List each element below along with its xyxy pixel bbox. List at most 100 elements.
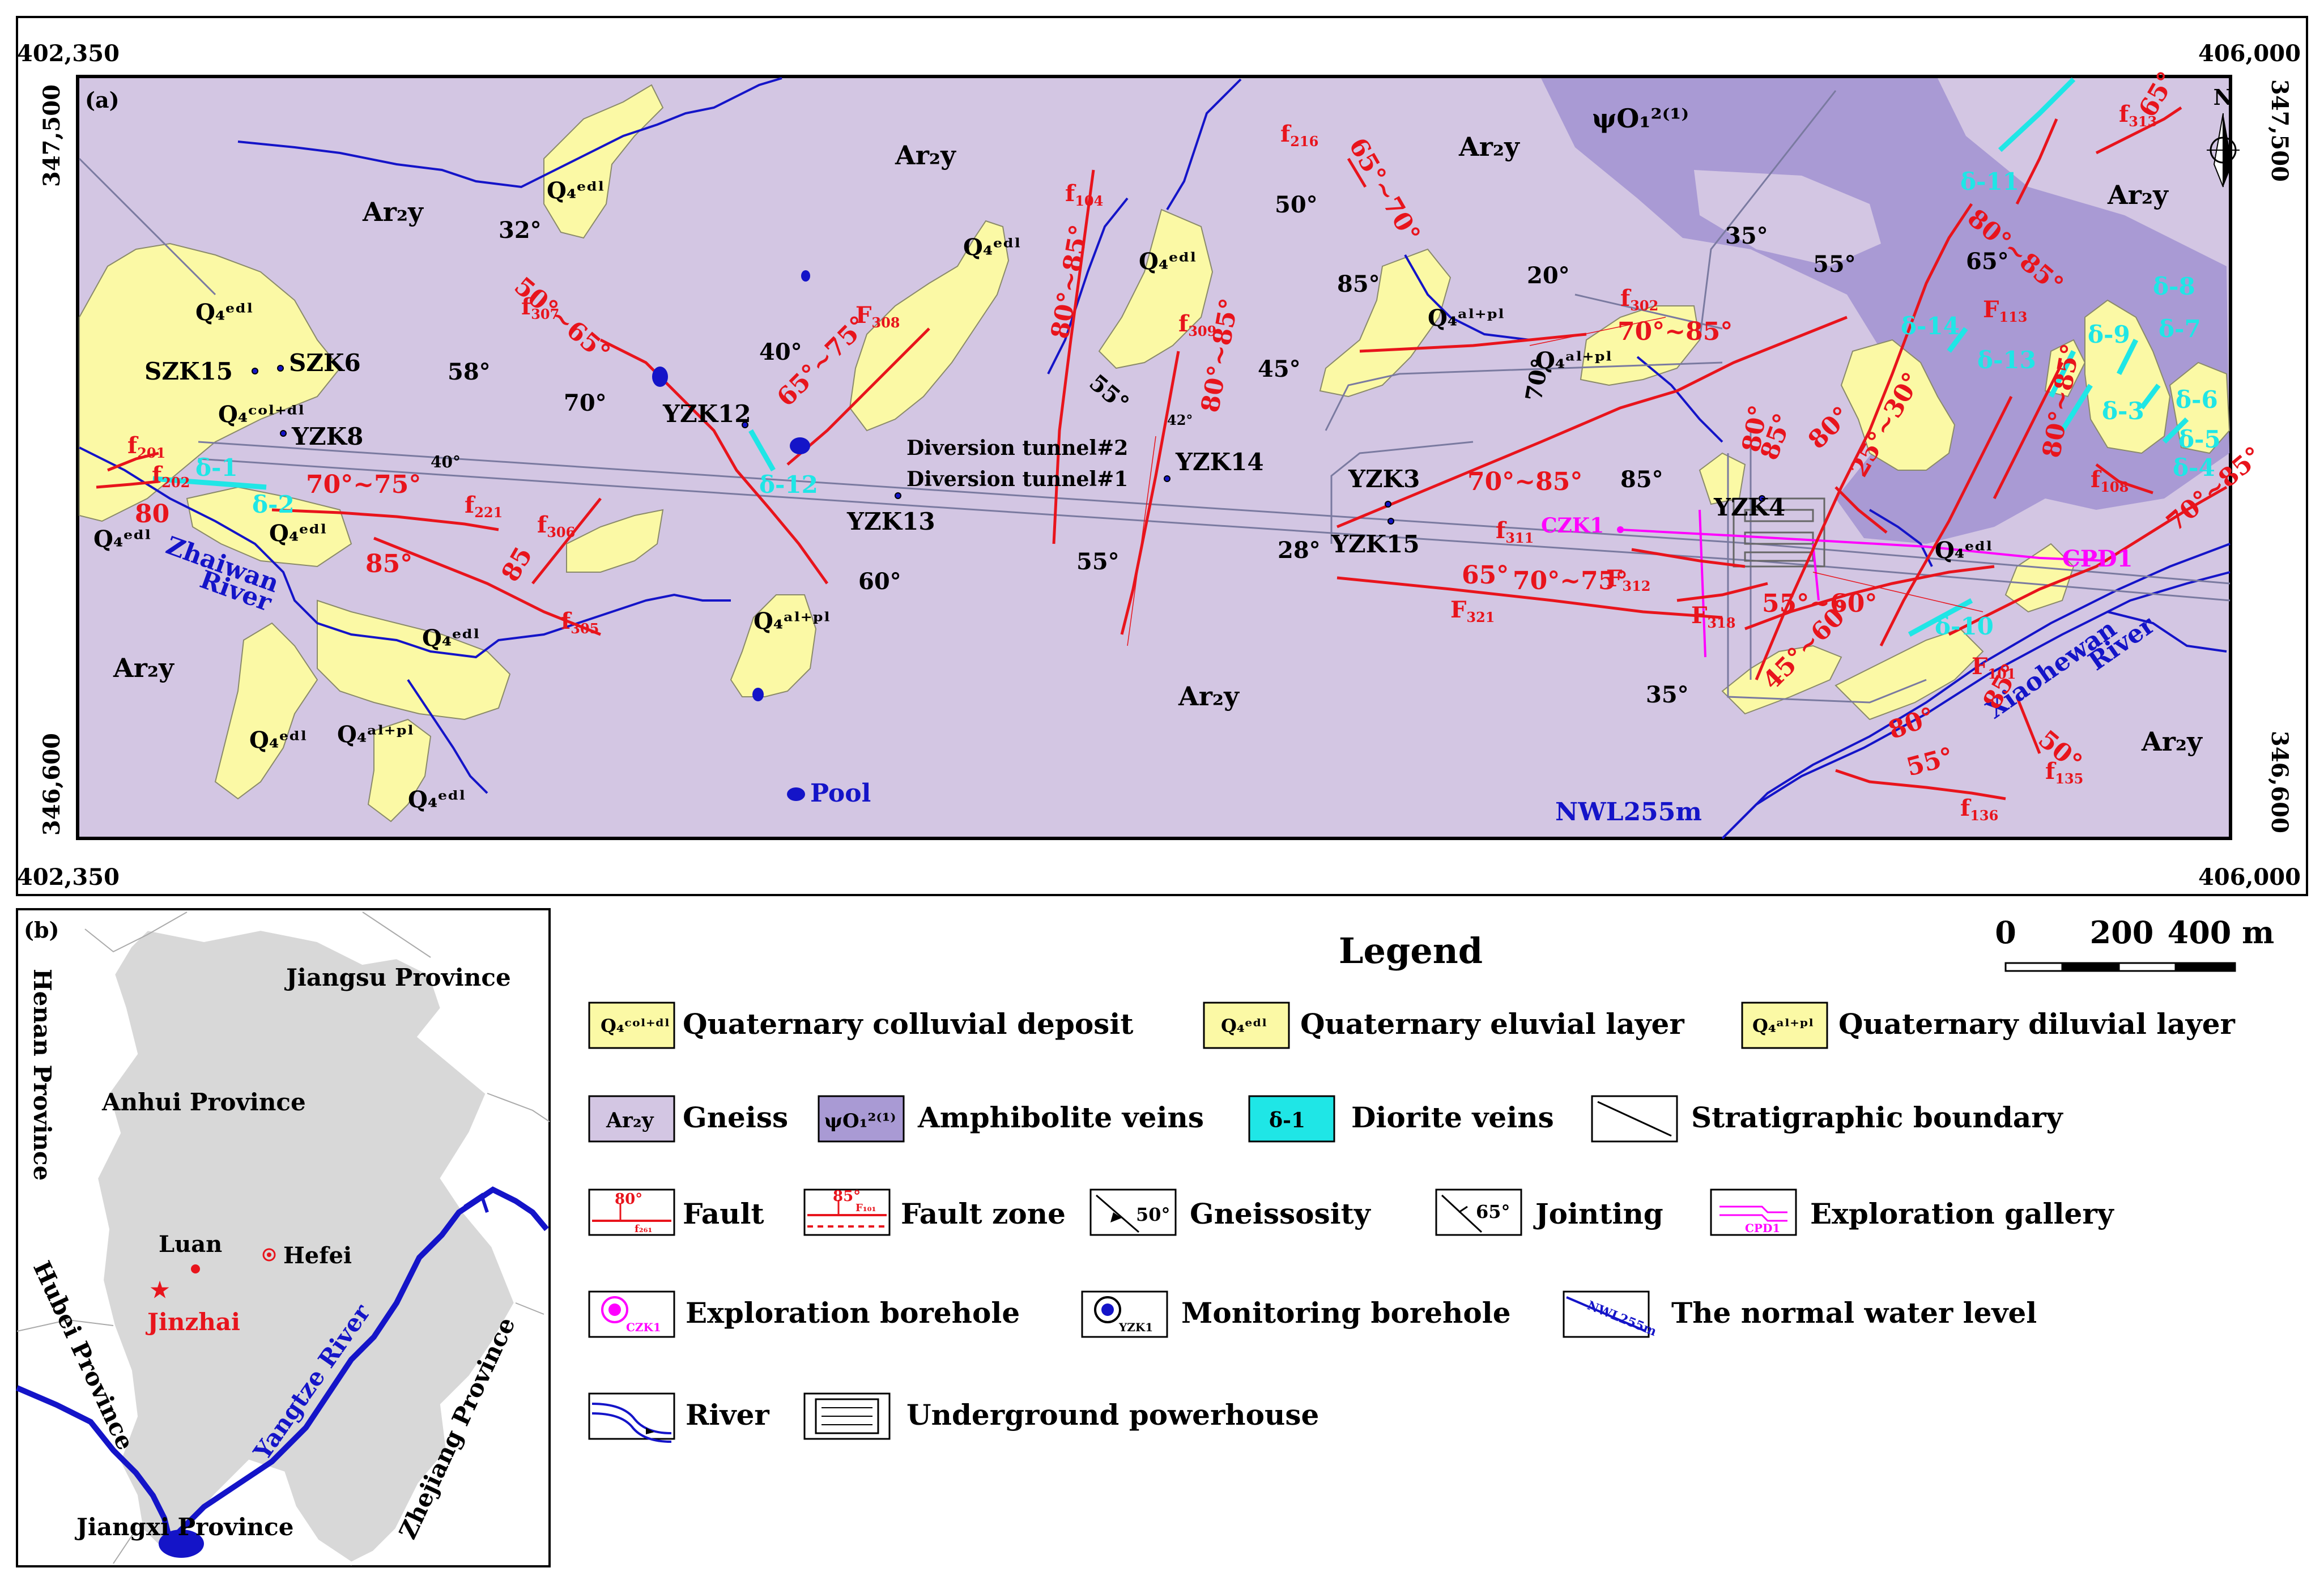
panel-a: N (a) 402,350 406,000 402,350 406,000 34… xyxy=(16,16,2308,896)
diorite-label: δ-14 xyxy=(1901,312,1960,340)
quaternary-label: Q₄ᵉᵈˡ xyxy=(195,299,253,326)
swatch-monitoring-borehole: YZK1 xyxy=(1118,1320,1153,1334)
legend-row-2: Ar₂y Gneiss ψO₁²⁽¹⁾ Amphibolite veins δ-… xyxy=(588,1095,2064,1143)
swatch-zone-angle: 85° xyxy=(833,1188,861,1205)
attitude-label: 20° xyxy=(1527,262,1570,289)
fault-label-f302: f302 xyxy=(1620,285,1658,314)
coord-left-bottom: 346,600 xyxy=(39,733,65,836)
diorite-label: δ-5 xyxy=(2178,425,2221,453)
city-markers: ★ Luan Hefei Jinzhai xyxy=(145,1231,352,1336)
diorite-label: δ-10 xyxy=(1935,612,1994,640)
anhui-province-shape xyxy=(94,927,518,1566)
exploration-gallery-label: CPD1 xyxy=(2062,546,2133,572)
fault-label-f318: F318 xyxy=(1691,602,1736,631)
attitude-label: 60° xyxy=(858,568,901,595)
borehole-label: YZK8 xyxy=(291,423,363,450)
scale-tick: 200 xyxy=(2090,914,2154,951)
quaternary-label: Q₄ᵉᵈˡ xyxy=(963,234,1021,261)
swatch-gneiss: Ar₂y xyxy=(606,1109,654,1132)
diorite-label: δ-2 xyxy=(252,491,295,518)
borehole-label: YZK14 xyxy=(1175,448,1264,476)
tunnel-label: Diversion tunnel#2 xyxy=(906,436,1128,460)
legend-label: Underground powerhouse xyxy=(906,1398,1319,1432)
legend-label: Monitoring borehole xyxy=(1181,1296,1511,1330)
diorite-label: δ-9 xyxy=(2088,321,2130,348)
city-dot-hefei-center xyxy=(267,1253,271,1257)
fault-label-f312: F312 xyxy=(1606,565,1651,594)
quaternary-label: Q₄ᵉᵈˡ xyxy=(408,786,466,813)
diorite-label: δ-6 xyxy=(2176,386,2218,414)
coord-bottom-right: 406,000 xyxy=(2198,864,2301,891)
attitude-label: 35° xyxy=(1725,223,1768,249)
scale-tick: 400 m xyxy=(2168,914,2275,951)
quaternary-label: Q₄ᵉᵈˡ xyxy=(249,727,307,753)
north-label: N xyxy=(2214,84,2233,110)
fault-label-f306: f306 xyxy=(537,512,575,540)
fault-label-f309: f309 xyxy=(1178,310,1216,339)
quaternary-label: Q₄ᵃˡ⁺ᵖˡ xyxy=(754,608,830,634)
pool-label: Pool xyxy=(810,779,871,808)
rock-label: Ar₂y xyxy=(1458,131,1520,162)
attitude-label: 45° xyxy=(1258,356,1301,382)
province-label-henan: Henan Province xyxy=(28,969,56,1181)
diorite-label: δ-13 xyxy=(1977,346,2036,374)
diorite-label: δ-12 xyxy=(759,471,818,499)
province-label-anhui: Anhui Province xyxy=(101,1088,306,1116)
panel-a-label: (a) xyxy=(85,87,120,113)
quaternary-label: Q₄ᵃˡ⁺ᵖˡ xyxy=(337,721,414,748)
panel-b-label: (b) xyxy=(24,917,59,943)
borehole-label: SZK6 xyxy=(289,349,361,377)
rock-label: Ar₂y xyxy=(895,140,956,171)
fault-angle: 70°~75° xyxy=(306,470,421,499)
attitude-label: 35° xyxy=(1646,681,1689,708)
minor-faults xyxy=(1127,317,1984,646)
coord-bottom-left: 402,350 xyxy=(17,864,120,891)
diorite-veins xyxy=(152,77,2189,637)
quaternary-labels: Q₄ᵉᵈˡ Q₄ᵉᵈˡ Q₄ᵉᵈˡ Q₄ᵉᵈˡ Q₄ᵉᵈˡ Q₄ᵉᵈˡ Q₄ᵉᵈ… xyxy=(93,177,1993,813)
pools xyxy=(652,270,810,801)
quaternary-label: Q₄ᵉᵈˡ xyxy=(93,526,151,552)
rock-label: Ar₂y xyxy=(2107,180,2169,210)
borehole-label: YZK12 xyxy=(662,400,751,428)
swatch-colluvial: Q₄ᶜᵒˡ⁺ᵈˡ xyxy=(601,1015,670,1037)
swatch-eluvial: Q₄ᵉᵈˡ xyxy=(1221,1015,1267,1037)
fault-label-f311: f311 xyxy=(1496,517,1534,546)
coord-top-right: 406,000 xyxy=(2198,40,2301,67)
diorite-label: δ-4 xyxy=(2173,454,2215,482)
legend-row-1: Q₄ᶜᵒˡ⁺ᵈˡ Quaternary colluvial deposit Q₄… xyxy=(588,1002,2236,1049)
rock-label: Ar₂y xyxy=(2141,726,2203,757)
province-label-jiangxi: Jiangxi Province xyxy=(74,1513,293,1541)
legend-label: Quaternary eluvial layer xyxy=(1300,1007,1684,1041)
fault-labels: F308 f307 f221 f201 f202 f305 f306 f216 … xyxy=(127,101,2157,824)
legend-label: Gneiss xyxy=(683,1101,788,1134)
fault-label-f136: f136 xyxy=(1960,795,1998,824)
borehole-label: SZK15 xyxy=(144,357,233,385)
city-label-luan: Luan xyxy=(159,1231,222,1258)
legend-label: Jointing xyxy=(1533,1197,1663,1230)
borehole-label: YZK15 xyxy=(1331,530,1420,558)
diorite-label: δ-7 xyxy=(2159,315,2201,343)
fault-label-f313: f313 xyxy=(2119,101,2157,130)
coord-left-top: 347,500 xyxy=(39,84,65,187)
attitude-label: 40° xyxy=(431,453,461,471)
fault-label-f135: f135 xyxy=(2045,758,2083,787)
swatch-jointing-angle: 65° xyxy=(1476,1201,1510,1222)
coordinates: 402,350 406,000 402,350 406,000 347,500 … xyxy=(17,40,2301,891)
fault-label-f201: f201 xyxy=(127,432,165,461)
diorite-label: δ-11 xyxy=(1960,168,2019,195)
panel-a-frame xyxy=(16,16,2308,896)
fault-label-f113: F113 xyxy=(1983,296,2028,325)
underground-powerhouse xyxy=(1733,497,1825,568)
fault-angle: 65° xyxy=(1462,561,1509,590)
quaternary-label: Q₄ᵉᵈˡ xyxy=(1935,537,1993,564)
attitude-label: 55° xyxy=(1813,251,1856,278)
north-arrow-icon: N xyxy=(2207,84,2240,188)
fault-angle: 70°~85° xyxy=(1618,317,1733,346)
legend-row-3: 80° f₂₆₁ Fault 85° F₁₀₁ Fault zone 50° G… xyxy=(588,1188,2115,1236)
panel-b: (b) Jiangsu Province Henan Province Anhu… xyxy=(16,908,551,1567)
diorite-label: δ-1 xyxy=(195,454,238,482)
swatch-amphibolite: ψO₁²⁽¹⁾ xyxy=(824,1110,896,1132)
city-label-hefei: Hefei xyxy=(283,1242,352,1269)
province-boundaries xyxy=(16,911,550,1564)
